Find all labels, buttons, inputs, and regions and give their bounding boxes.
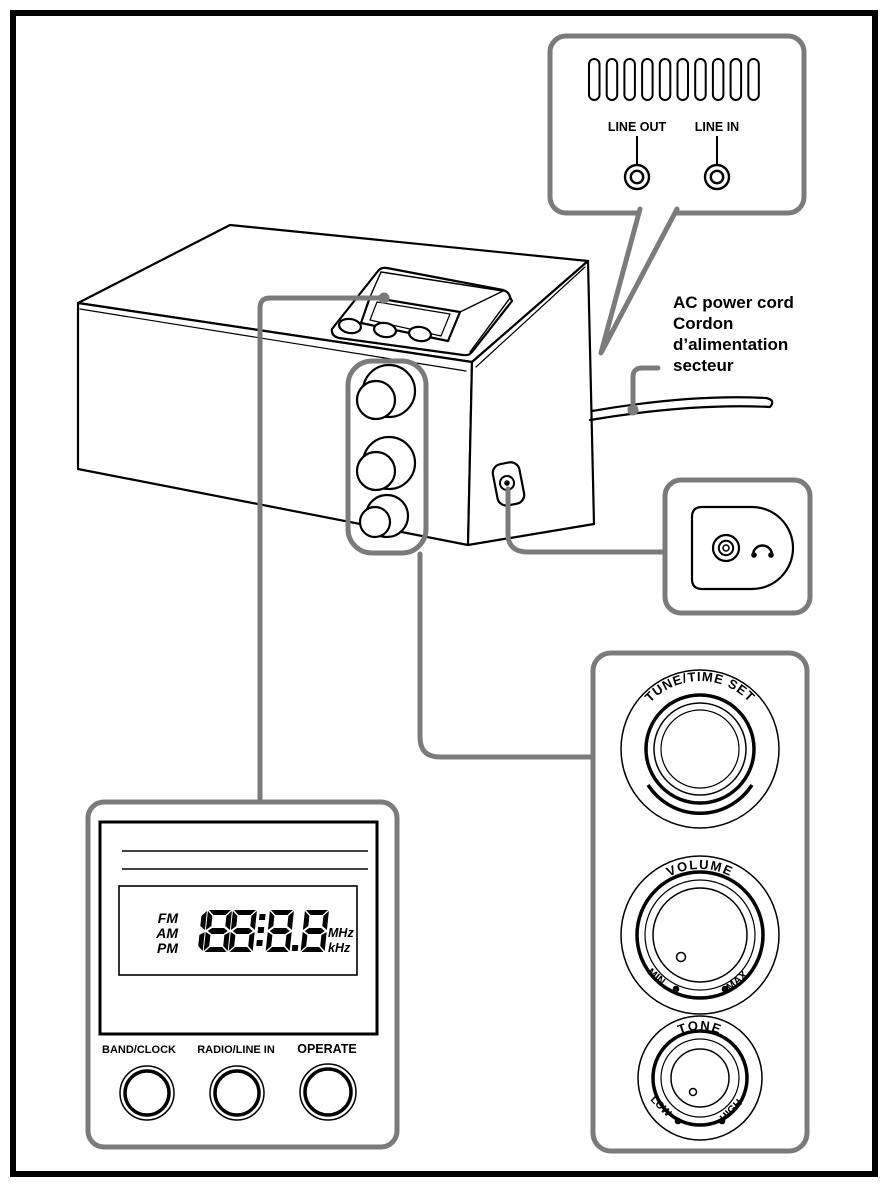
callout-lines [257,292,669,808]
headphones-icon [751,544,774,558]
callout-line-headphone [505,486,669,555]
ac-power-cord-label: AC power cord Cordon d’alimentation sect… [673,293,794,375]
device-right-seam [475,266,586,368]
line-panel: LINE OUT LINE IN [547,33,807,356]
operate-label: OPERATE [297,1042,357,1056]
band-clock-label: BAND/CLOCK [102,1044,176,1056]
device-headphone-jack [491,461,526,507]
volume-knob: VOLUME MIN MAX [620,855,780,1015]
svg-text:d’alimentation: d’alimentation [673,335,788,354]
callout-line-display [257,295,387,808]
callout-knob-outline [345,358,429,556]
knob-panel: TUNE/TIME SET VOLUME MIN MAX [590,650,810,1154]
radio-line-in-button [209,1065,265,1121]
lcd-am-label: AM [155,925,178,941]
volume-indicator-dot [675,951,687,963]
lcd-fm-label: FM [158,910,179,926]
headphone-panel [662,477,813,616]
svg-text:VOLUME: VOLUME [664,857,736,880]
line-in-label: LINE IN [695,120,739,134]
lcd-seven-segment-digits [198,910,329,952]
callout-line-knobs [417,551,597,760]
power-cord [588,396,774,422]
vent-slots [588,58,760,101]
callout-line-cord [630,365,661,409]
svg-text:AC power cord: AC power cord [673,293,794,312]
device-button-3 [407,325,433,343]
callout-dot-cord [627,404,639,416]
lcd-pm-label: PM [157,940,178,956]
line-panel-pointer [598,206,680,356]
page-border [10,10,878,1177]
device-lcd-window [359,295,462,343]
headphone-jack-plate [690,505,795,591]
svg-text:secteur: secteur [673,356,734,375]
line-out-label: LINE OUT [608,120,667,134]
line-out-jack [623,163,651,191]
svg-text:Cordon: Cordon [673,314,733,333]
operate-button [299,1063,357,1121]
line-in-jack [703,163,731,191]
volume-knob-label: VOLUME [664,857,734,880]
device-top-panel [330,266,514,357]
band-clock-button [119,1065,175,1121]
tone-knob: TONE LOW HIGH [637,1015,763,1141]
display-panel: FM AM PM MHz kHz BAND/CLOCK RADIO/LINE I… [85,799,400,1150]
lcd-mhz-label: MHz [328,926,354,940]
tone-indicator-dot [688,1087,698,1097]
device-button-2 [372,321,398,339]
radio-line-in-label: RADIO/LINE IN [197,1044,275,1056]
lcd-khz-label: kHz [328,941,351,955]
tone-knob-label: TONE [676,1018,723,1037]
device-button-1 [337,317,363,335]
jack-pointer-lines [636,136,718,164]
device-knobs [355,363,417,539]
svg-text:TONE: TONE [676,1018,725,1037]
headphone-jack [711,533,741,563]
display-face-lines [122,850,368,870]
